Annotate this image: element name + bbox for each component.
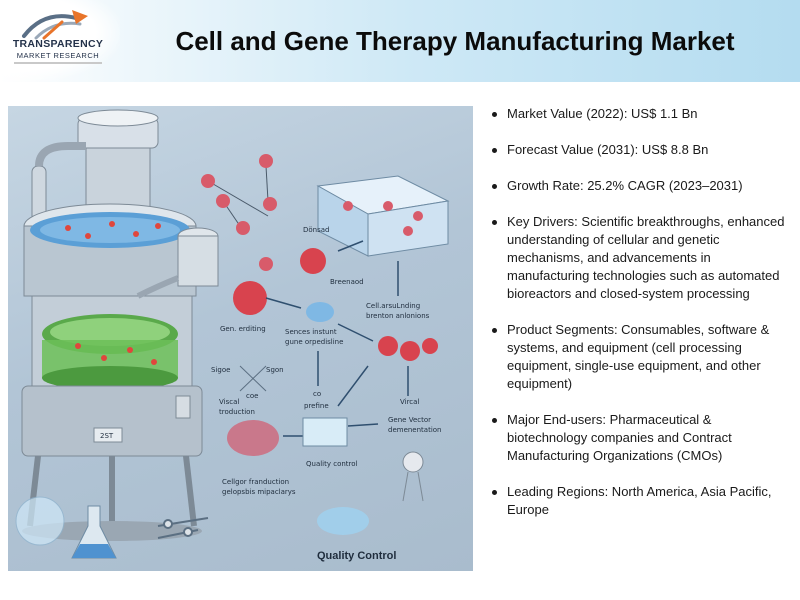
quality-box-icon bbox=[302, 417, 348, 447]
label-cellgor-1: Cellgor franduction bbox=[222, 478, 289, 486]
label-vircal: Vircal bbox=[400, 398, 419, 406]
label-prefine: prefine bbox=[304, 402, 329, 410]
bullet-dot-icon bbox=[492, 148, 497, 153]
label-gen-editing: Gen. erditing bbox=[220, 325, 266, 333]
logo-wordmark-primary: TRANSPARENCY bbox=[12, 38, 104, 50]
label-sences-2: gune orpedisline bbox=[285, 338, 343, 346]
glass-culture-box bbox=[316, 175, 450, 257]
bioreactor-vessel: 2ST bbox=[21, 109, 219, 541]
label-cell-line-1: Cell.arsuLnding bbox=[366, 302, 420, 310]
label-viscal-1: Viscal bbox=[219, 398, 239, 406]
bullet-dot-icon bbox=[492, 418, 497, 423]
logo-tagline-bar bbox=[14, 62, 102, 64]
page-title: Cell and Gene Therapy Manufacturing Mark… bbox=[175, 26, 735, 56]
bubble-icon bbox=[15, 496, 65, 546]
fact-forecast-value: Forecast Value (2031): US$ 8.8 Bn bbox=[490, 141, 795, 159]
bullet-dot-icon bbox=[492, 328, 497, 333]
label-sgon: Sgon bbox=[266, 366, 284, 374]
bioreactor-illustration: 2ST bbox=[8, 106, 473, 571]
fact-leading-regions: Leading Regions: North America, Asia Pac… bbox=[490, 483, 795, 519]
bullet-dot-icon bbox=[492, 220, 497, 225]
cell-culture-icon bbox=[227, 420, 279, 456]
fact-product-segments: Product Segments: Consumables, software … bbox=[490, 321, 795, 393]
tools-icon bbox=[157, 517, 209, 539]
header-band: TRANSPARENCY MARKET RESEARCH Cell and Ge… bbox=[0, 0, 800, 82]
label-co: co bbox=[313, 390, 321, 398]
vector-particle-icon bbox=[306, 302, 334, 322]
cell-cluster-blue-icon bbox=[317, 507, 369, 535]
virus-particle-icon bbox=[402, 451, 424, 502]
label-gene-vector-1: Gene Vector bbox=[388, 416, 431, 424]
label-quality-control-small: Quality control bbox=[306, 460, 358, 468]
rising-arrow-logo-icon bbox=[22, 10, 88, 40]
label-cellgor-2: gelopsbis mipaclarys bbox=[222, 488, 296, 496]
star-divider bbox=[239, 365, 267, 392]
label-sigoe: Sigoe bbox=[211, 366, 230, 374]
fact-major-end-users: Major End-users: Pharmaceutical & biotec… bbox=[490, 411, 795, 465]
bullet-dot-icon bbox=[492, 184, 497, 189]
fact-growth-rate: Growth Rate: 25.2% CAGR (2023–2031) bbox=[490, 177, 795, 195]
label-gene-vector-2: demenentation bbox=[388, 426, 442, 434]
flask-icon bbox=[71, 505, 117, 559]
cell-cluster-icon bbox=[378, 336, 438, 361]
bullet-dot-icon bbox=[492, 490, 497, 495]
company-logo[interactable]: TRANSPARENCY MARKET RESEARCH bbox=[8, 8, 108, 74]
label-donsad: Dönsad bbox=[303, 226, 330, 234]
reactor-plate-label: 2ST bbox=[100, 432, 114, 440]
cell-icon bbox=[300, 248, 326, 274]
process-arrows bbox=[265, 240, 409, 437]
cell-icon bbox=[233, 281, 267, 315]
logo-background-swoosh bbox=[0, 0, 120, 82]
fact-market-value: Market Value (2022): US$ 1.1 Bn bbox=[490, 105, 795, 123]
label-breenaod: Breenaod bbox=[330, 278, 364, 286]
label-coe: coe bbox=[246, 392, 258, 400]
label-sences-1: Sences instunt bbox=[285, 328, 337, 336]
label-viscal-2: troduction bbox=[219, 408, 255, 416]
cell-particles bbox=[65, 221, 161, 365]
fact-key-drivers: Key Drivers: Scientific breakthroughs, e… bbox=[490, 213, 795, 303]
market-facts-list: Market Value (2022): US$ 1.1 Bn Forecast… bbox=[490, 105, 795, 537]
bullet-dot-icon bbox=[492, 112, 497, 117]
label-cell-line-2: brenton anlonions bbox=[366, 312, 430, 320]
logo-wordmark-secondary: MARKET RESEARCH bbox=[16, 51, 100, 60]
molecule-network bbox=[201, 154, 277, 271]
label-quality-control-large: Quality Control bbox=[317, 550, 396, 562]
